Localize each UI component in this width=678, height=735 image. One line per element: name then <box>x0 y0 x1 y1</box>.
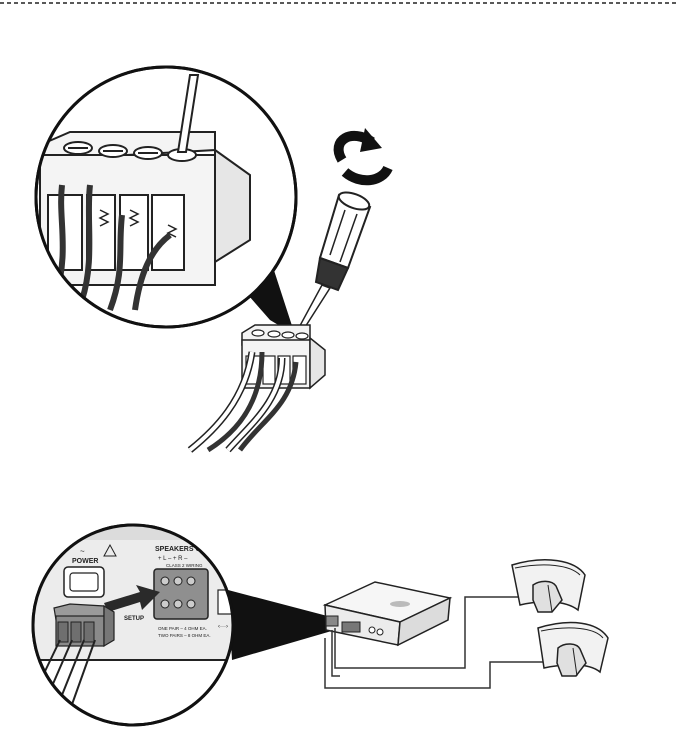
speaker-cables <box>324 596 545 689</box>
polarity-label: + L – + R – <box>158 556 188 562</box>
speaker-2 <box>537 621 609 677</box>
magnified-panel-inset: POWER ~ SPEAKERS OUT + L – + R – CLASS 2… <box>31 523 235 727</box>
speaker-1 <box>511 559 586 613</box>
spec-line1: ONE PAIR – 4 OHM EA. <box>158 626 207 631</box>
screwdriver <box>294 191 372 336</box>
spec-line2: TWO PAIRS – 8 OHM EA. <box>158 633 211 638</box>
speaker-plug <box>53 603 115 648</box>
speaker-wires <box>187 351 299 453</box>
ac-symbol: ~ <box>80 547 85 556</box>
rotation-arrow-icon <box>333 128 393 186</box>
speakers-out-socket <box>153 568 209 620</box>
amplifier-unit <box>322 581 453 647</box>
aux-symbol: ‹···› <box>218 624 228 630</box>
insert-arrow-icon <box>104 585 160 612</box>
power-label: POWER <box>72 558 98 565</box>
power-socket <box>63 566 105 598</box>
step1-illustration <box>34 65 393 453</box>
inset-callout-pointer <box>228 590 335 660</box>
speakers-out-label: SPEAKERS OUT <box>155 546 211 553</box>
step2-illustration: POWER ~ SPEAKERS OUT + L – + R – CLASS 2… <box>31 523 609 727</box>
class2-label: CLASS 2 WIRING <box>166 563 203 568</box>
setup-label: SETUP <box>124 616 144 622</box>
warning-icon <box>103 543 117 557</box>
magnified-terminal-inset <box>34 65 298 335</box>
